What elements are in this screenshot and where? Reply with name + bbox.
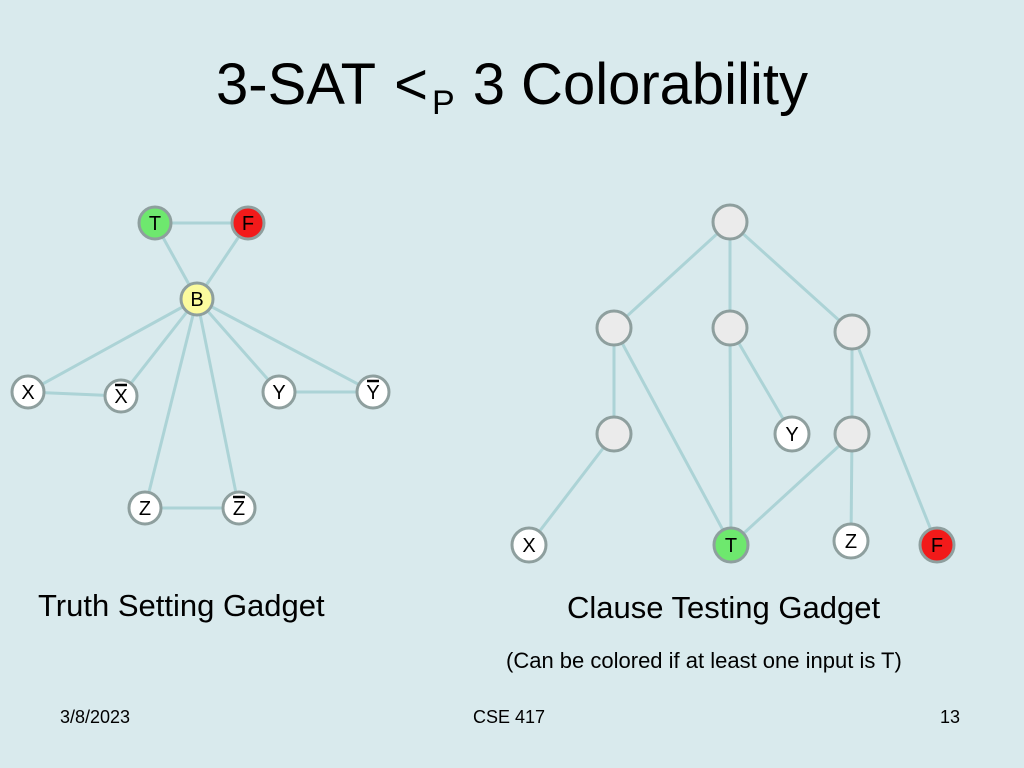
truth-edge-B-Zn	[195, 298, 241, 509]
clause-node-label-X: X	[522, 535, 535, 557]
clause-edge-m3-F	[850, 331, 939, 546]
truth-node-label-Yn: Y	[366, 382, 379, 404]
clause-node-label-T: T	[725, 535, 737, 557]
clause-node-circle-X	[510, 526, 548, 564]
truth-node-label-X: X	[21, 382, 34, 404]
clause-node-label-F: F	[931, 535, 943, 557]
truth-node-circle-Y	[261, 374, 297, 410]
clause-node-circle-m2	[711, 309, 749, 347]
footer-page-number: 13	[940, 707, 961, 727]
clause-node-top	[711, 203, 749, 241]
title-reduction-symbol: <	[394, 52, 428, 117]
footer-date: 3/8/2023	[60, 707, 131, 727]
clause-gadget-caption: Clause Testing Gadget	[567, 590, 881, 625]
clause-node-label-Y: Y	[785, 424, 798, 446]
truth-node-circle-B	[179, 281, 215, 317]
truth-node-circle-Z	[127, 490, 163, 526]
truth-node-label-T: T	[149, 213, 161, 235]
truth-node-circle-F	[230, 205, 266, 241]
truth-setting-graph: T F B X X Y Y Z Z	[10, 205, 391, 526]
clause-node-T: T	[712, 526, 750, 564]
truth-node-Yn: Y	[355, 374, 391, 410]
clause-node-circle-Z	[832, 522, 870, 560]
clause-node-circle-T	[712, 526, 750, 564]
clause-node-m3	[833, 313, 871, 351]
truth-node-Y: Y	[261, 374, 297, 410]
truth-node-B: B	[179, 281, 215, 317]
clause-node-circle-m1	[595, 309, 633, 347]
truth-edge-B-Z	[143, 298, 199, 509]
title-subscript: P	[432, 84, 455, 122]
truth-node-label-B: B	[190, 289, 203, 311]
clause-node-circle-top	[711, 203, 749, 241]
truth-node-label-Xn: X	[114, 386, 127, 408]
clause-edge-l1-X	[527, 433, 616, 546]
truth-gadget-caption: Truth Setting Gadget	[38, 588, 325, 623]
clause-node-Z: Z	[832, 522, 870, 560]
title-rest: 3 Colorability	[472, 52, 808, 117]
clause-testing-graph: Y X T Z F	[510, 203, 956, 564]
truth-node-X: X	[10, 374, 46, 410]
clause-node-Y: Y	[773, 415, 811, 453]
clause-node-l3	[833, 415, 871, 453]
clause-node-circle-Y	[773, 415, 811, 453]
clause-node-label-Z: Z	[845, 531, 857, 553]
truth-node-label-F: F	[242, 213, 254, 235]
clause-node-circle-F	[918, 526, 956, 564]
title-main: 3-SAT	[216, 52, 377, 117]
clause-node-F: F	[918, 526, 956, 564]
truth-edge-B-X	[27, 297, 198, 394]
clause-node-l1	[595, 415, 633, 453]
truth-edge-B-Y	[195, 298, 281, 393]
clause-node-circle-l3	[833, 415, 871, 453]
clause-gadget-note: (Can be colored if at least one input is…	[506, 648, 902, 673]
truth-node-T: T	[137, 205, 173, 241]
clause-edge-top-m1	[612, 220, 732, 330]
truth-node-label-Y: Y	[272, 382, 285, 404]
footer-course: CSE 417	[473, 707, 546, 727]
clause-node-circle-m3	[833, 313, 871, 351]
truth-node-F: F	[230, 205, 266, 241]
truth-edge-B-Yn	[196, 297, 374, 394]
clause-edge-l3-T	[729, 432, 854, 547]
clause-node-m2	[711, 309, 749, 347]
truth-node-circle-Yn	[355, 374, 391, 410]
truth-edge-B-Xn	[119, 298, 199, 397]
clause-node-m1	[595, 309, 633, 347]
clause-edge-top-m3	[728, 220, 854, 334]
truth-node-circle-X	[10, 374, 46, 410]
truth-node-circle-Xn	[103, 378, 139, 414]
truth-node-label-Z: Z	[139, 498, 151, 520]
truth-node-circle-T	[137, 205, 173, 241]
clause-edge-m2-Y	[728, 327, 794, 435]
truth-node-label-Zn: Z	[233, 498, 245, 520]
truth-node-circle-Zn	[221, 490, 257, 526]
clause-edge-m1-T	[612, 327, 733, 546]
clause-node-circle-l1	[595, 415, 633, 453]
truth-node-Zn: Z	[221, 490, 257, 526]
truth-node-Z: Z	[127, 490, 163, 526]
clause-edge-m2-T	[728, 327, 733, 546]
truth-node-Xn: X	[103, 378, 139, 414]
clause-node-X: X	[510, 526, 548, 564]
